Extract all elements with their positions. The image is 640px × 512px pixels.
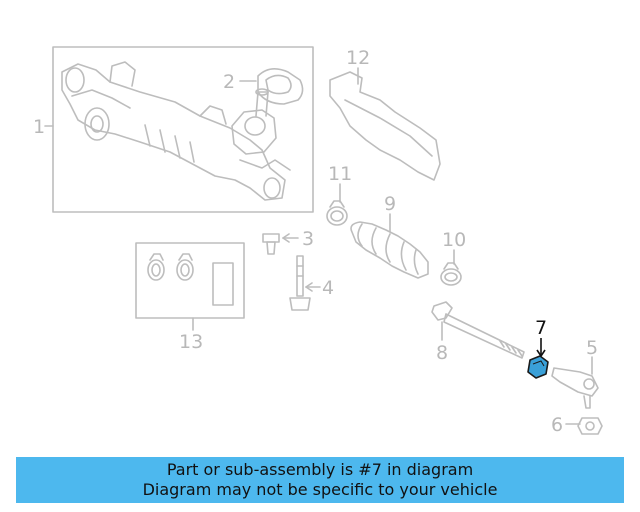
part-3-bolt <box>262 233 280 255</box>
part-2-bushing <box>257 68 304 105</box>
callout-1: 1 <box>33 116 45 138</box>
part-11-clamp <box>326 200 348 226</box>
callout-2: 2 <box>223 71 235 93</box>
part-10-clamp <box>440 262 462 286</box>
part-4-long-bolt <box>289 255 311 311</box>
rack-assembly-box <box>52 46 314 213</box>
part-12-heat-shield <box>329 71 441 181</box>
kit-contents <box>147 253 234 306</box>
part-9-boot <box>350 221 429 279</box>
callout-3: 3 <box>302 228 314 250</box>
callout-13: 13 <box>179 331 203 353</box>
part-5-tie-rod-end <box>551 367 599 409</box>
kit-box <box>135 242 245 319</box>
callout-11: 11 <box>328 163 352 185</box>
info-banner: Part or sub-assembly is #7 in diagram Di… <box>16 457 624 503</box>
arrow-4 <box>305 282 313 292</box>
part-6-nut <box>577 417 603 435</box>
callout-10: 10 <box>442 229 466 251</box>
arrow-3 <box>282 233 290 243</box>
banner-line-2: Diagram may not be specific to your vehi… <box>142 480 498 499</box>
callout-8: 8 <box>436 342 448 364</box>
callout-12: 12 <box>346 47 370 69</box>
part-7-jam-nut[interactable] <box>527 355 549 379</box>
callout-9: 9 <box>384 193 396 215</box>
callout-6: 6 <box>551 414 563 436</box>
arrow-7 <box>536 349 546 357</box>
callout-5: 5 <box>586 337 598 359</box>
banner-line-1: Part or sub-assembly is #7 in diagram <box>166 460 474 479</box>
callout-4: 4 <box>322 277 334 299</box>
steering-rack-drawing <box>61 61 291 201</box>
part-8-tie-rod <box>431 301 525 359</box>
callout-7[interactable]: 7 <box>535 317 547 339</box>
